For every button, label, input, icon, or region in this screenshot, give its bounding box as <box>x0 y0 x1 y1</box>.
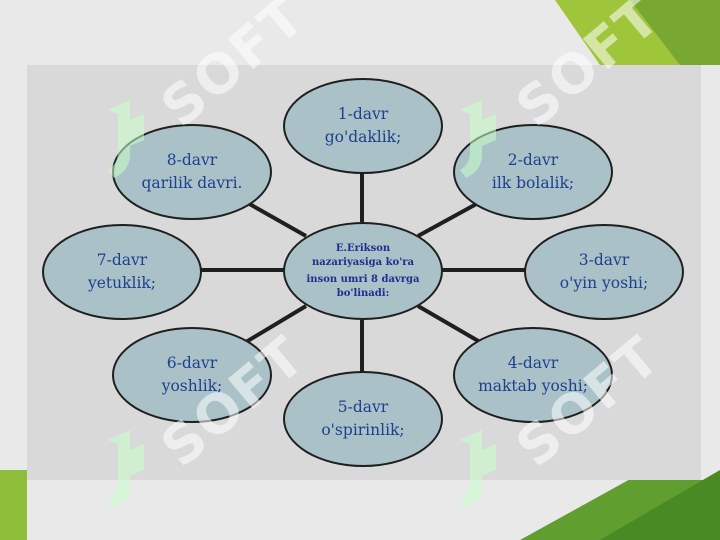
period-node-3: 3-davr o'yin yoshi; <box>524 224 684 320</box>
connector-6 <box>244 304 308 344</box>
period-node-5-number: 5-davr <box>337 398 389 416</box>
period-node-3-number: 3-davr <box>578 251 630 269</box>
period-node-7-number: 7-davr <box>96 251 148 269</box>
center-line-1: E.Erikson <box>335 243 391 254</box>
connector-8 <box>245 200 307 238</box>
period-node-7: 7-davr yetuklik; <box>42 224 202 320</box>
period-node-7-label: yetuklik; <box>87 274 157 292</box>
center-line-3: inson umri 8 davrga <box>306 274 420 285</box>
period-node-4-number: 4-davr <box>507 354 559 372</box>
period-node-8: 8-davr qarilik davri. <box>112 124 272 220</box>
period-node-1-number: 1-davr <box>337 105 389 123</box>
period-node-6-label: yoshlik; <box>161 377 223 395</box>
period-node-6: 6-davr yoshlik; <box>112 327 272 423</box>
period-node-8-number: 8-davr <box>166 151 218 169</box>
period-node-2-number: 2-davr <box>507 151 559 169</box>
period-node-6-number: 6-davr <box>166 354 218 372</box>
period-node-2: 2-davr ilk bolalik; <box>453 124 613 220</box>
period-node-5: 5-davr o'spirinlik; <box>283 371 443 467</box>
center-line-2: nazariyasiga ko'ra <box>311 256 415 268</box>
period-node-1: 1-davr go'daklik; <box>283 78 443 174</box>
period-node-4: 4-davr maktab yoshi; <box>453 327 613 423</box>
center-node: E.Erikson nazariyasiga ko'ra inson umri … <box>283 222 443 320</box>
period-node-8-label: qarilik davri. <box>141 174 243 192</box>
period-node-1-label: go'daklik; <box>324 128 402 146</box>
center-line-4: bo'linadi: <box>336 287 390 299</box>
connector-2 <box>417 200 481 238</box>
period-node-5-label: o'spirinlik; <box>321 421 405 439</box>
connector-4 <box>416 304 482 344</box>
period-node-3-label: o'yin yoshi; <box>559 274 649 292</box>
period-node-2-label: ilk bolalik; <box>491 174 575 192</box>
period-node-4-label: maktab yoshi; <box>478 377 588 395</box>
